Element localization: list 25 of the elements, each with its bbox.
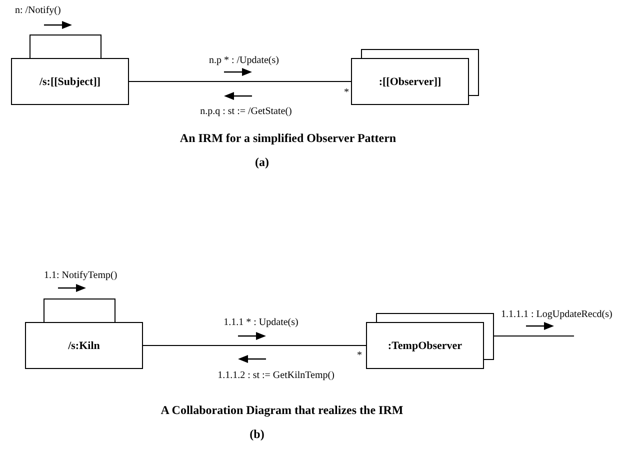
message-label: 1.1.1.2 : st := GetKilnTemp(): [218, 370, 334, 381]
self-link: [30, 34, 102, 58]
figure-caption: An IRM for a simplified Observer Pattern: [180, 131, 396, 146]
object-name: :TempObserver: [388, 340, 462, 352]
link-line: [142, 345, 366, 346]
figure-caption: A Collaboration Diagram that realizes the IRM: [160, 403, 404, 418]
message-label: *: [357, 350, 362, 361]
object-name: /s:[[Subject]]: [39, 76, 101, 88]
message-label: n.p.q : st := /GetState(): [200, 106, 292, 117]
self-link: [44, 298, 116, 322]
link-line: [128, 81, 352, 82]
object-box: [25, 322, 143, 369]
object-name: /s:Kiln: [68, 340, 100, 352]
figure-caption: (a): [255, 155, 269, 170]
message-label: 1.1.1.1 : LogUpdateRecd(s): [501, 309, 612, 320]
multi-object-box: [366, 313, 494, 369]
message-label: 1.1.1 * : Update(s): [224, 317, 298, 328]
figure-caption: (b): [250, 427, 264, 442]
multi-object-box: [351, 49, 479, 105]
message-label: 1.1: NotifyTemp(): [44, 270, 118, 281]
message-label: n.p * : /Update(s): [209, 55, 279, 66]
message-label: n: /Notify(): [15, 5, 61, 16]
object-name: :[[Observer]]: [378, 76, 442, 88]
message-label: *: [344, 87, 349, 98]
object-box: [11, 58, 129, 105]
